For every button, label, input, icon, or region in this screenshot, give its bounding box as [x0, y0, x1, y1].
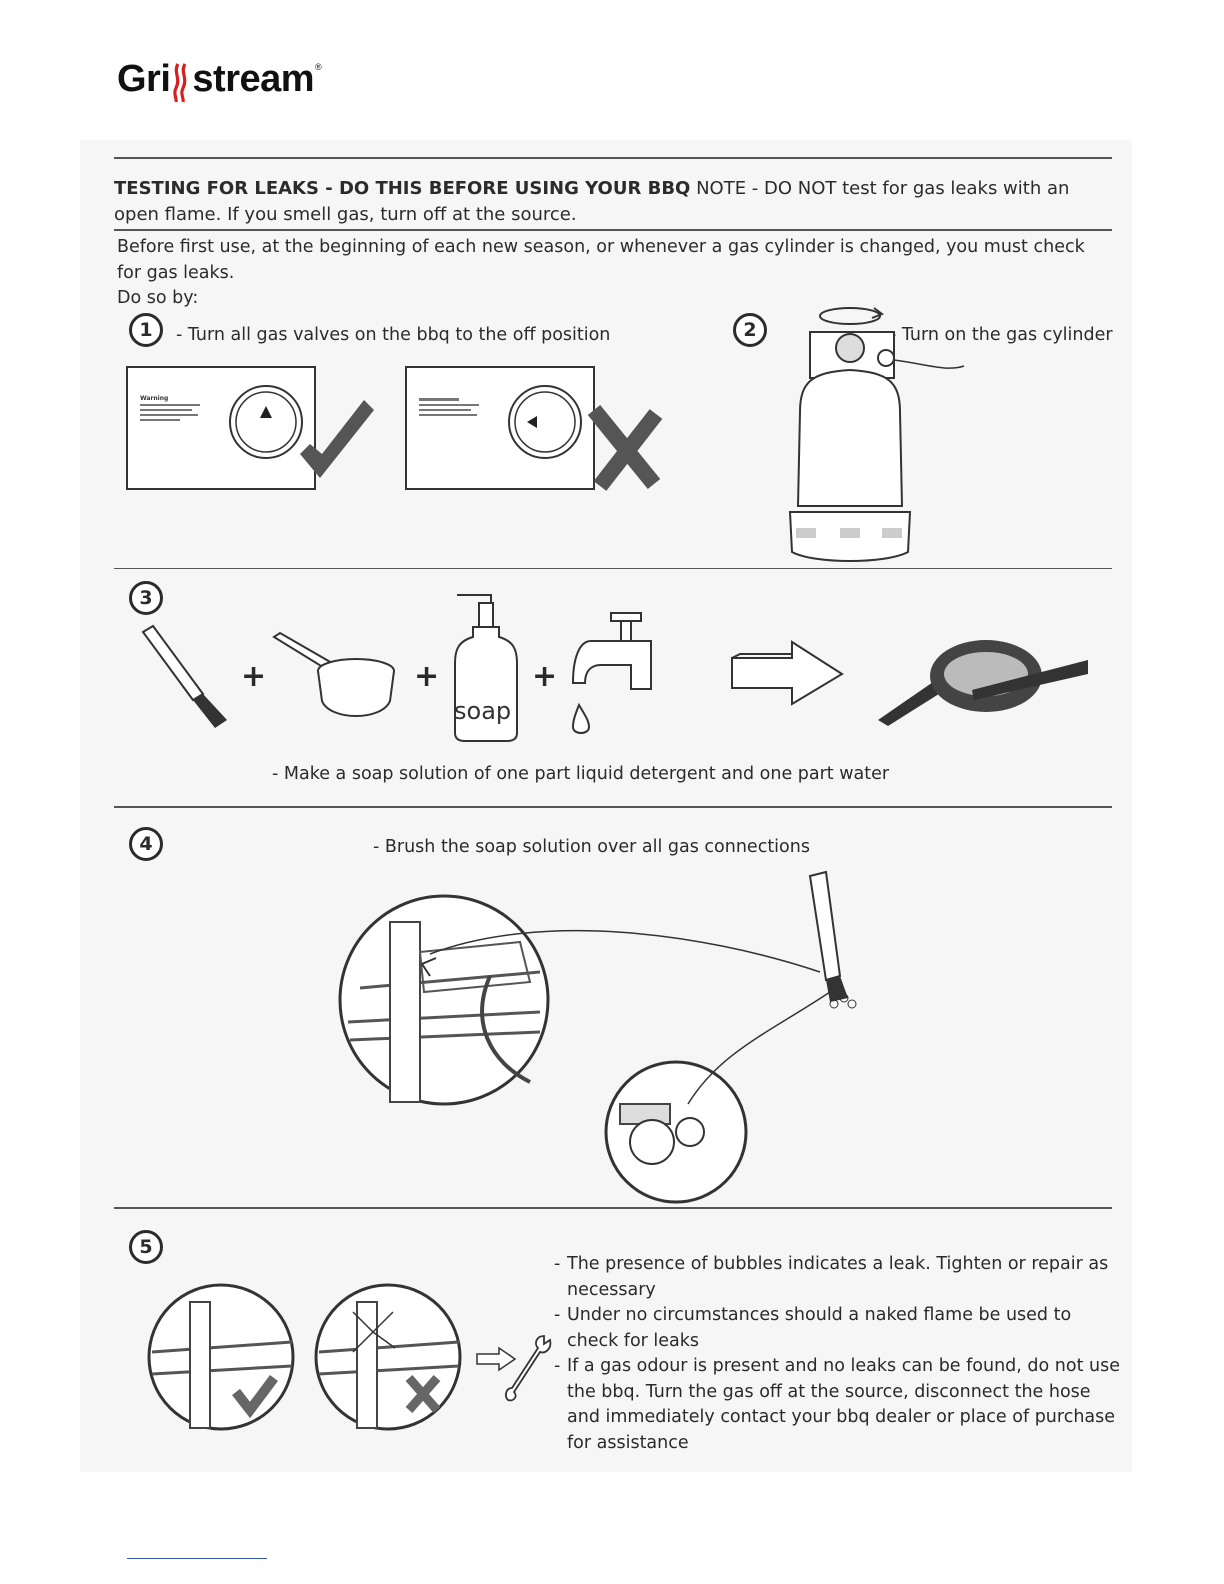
- saucepan-icon: [272, 631, 396, 723]
- gas-connections-illustration: [338, 870, 900, 1204]
- intro-paragraph: Before first use, at the beginning of ea…: [117, 237, 1085, 283]
- divider-heading: [114, 229, 1112, 231]
- divider-step-3: [114, 568, 1112, 569]
- arrow-right-icon: [475, 1346, 517, 1372]
- arrow-right-icon: [730, 640, 844, 706]
- check-mark-icon: [296, 392, 376, 482]
- plus-sign: +: [241, 659, 267, 694]
- bullet-text: If a gas odour is present and no leaks c…: [567, 1356, 1120, 1453]
- knob-panel-on-valid: Warning: [126, 366, 316, 490]
- step-5-bullets: -The presence of bubbles indicates a lea…: [554, 1252, 1124, 1456]
- brand-logo: Gri stream ®: [117, 58, 322, 103]
- brush-icon: [137, 624, 231, 728]
- step-4-number: 4: [129, 827, 163, 861]
- bullet-item: -Under no circumstances should a naked f…: [554, 1305, 1072, 1351]
- registered-mark: ®: [315, 62, 322, 72]
- connection-no-leak-illustration: [146, 1282, 296, 1432]
- divider-top: [114, 157, 1112, 159]
- heading-note: NOTE - DO NOT test for gas leaks with an…: [114, 178, 1070, 225]
- bullet-text: The presence of bubbles indicates a leak…: [567, 1254, 1109, 1300]
- soap-solution-bowl-icon: [876, 630, 1090, 726]
- soap-bottle-icon: [451, 593, 521, 743]
- soap-label: soap: [454, 697, 512, 725]
- heading-bold: TESTING FOR LEAKS - DO THIS BEFORE USING…: [114, 178, 691, 199]
- divider-step-4: [114, 806, 1112, 808]
- bullet-item: -The presence of bubbles indicates a lea…: [554, 1254, 1109, 1300]
- step-1-text: - Turn all gas valves on the bbq to the …: [176, 325, 611, 345]
- footer-link-underline: [127, 1558, 267, 1559]
- plus-sign: +: [414, 659, 440, 694]
- connection-leak-illustration: [313, 1282, 463, 1432]
- logo-prefix: Gri: [117, 58, 171, 100]
- step-4-text: - Brush the soap solution over all gas c…: [373, 837, 810, 857]
- step-2-text: - Turn on the gas cylinder: [890, 325, 1113, 345]
- do-so-by: Do so by:: [117, 288, 199, 308]
- water-tap-icon: [571, 609, 671, 741]
- bullet-text: Under no circumstances should a naked fl…: [567, 1305, 1072, 1351]
- wrench-icon: [502, 1334, 554, 1402]
- cross-mark-icon: [586, 400, 663, 491]
- step-1-number: 1: [129, 313, 163, 347]
- step-3-number: 3: [129, 581, 163, 615]
- bullet-item: -If a gas odour is present and no leaks …: [554, 1356, 1120, 1453]
- divider-step-5: [114, 1207, 1112, 1209]
- step-2-number: 2: [733, 313, 767, 347]
- knob-panel-warning-label: Warning: [140, 395, 168, 402]
- step-5-number: 5: [129, 1230, 163, 1264]
- step-3-text: - Make a soap solution of one part liqui…: [272, 764, 890, 784]
- flame-stripes-icon: [171, 58, 191, 103]
- knob-panel-off-invalid: [405, 366, 595, 490]
- gas-cylinder-illustration: [786, 302, 966, 564]
- plus-sign: +: [532, 659, 558, 694]
- leak-test-heading: TESTING FOR LEAKS - DO THIS BEFORE USING…: [114, 176, 1118, 228]
- logo-suffix: stream: [192, 58, 315, 100]
